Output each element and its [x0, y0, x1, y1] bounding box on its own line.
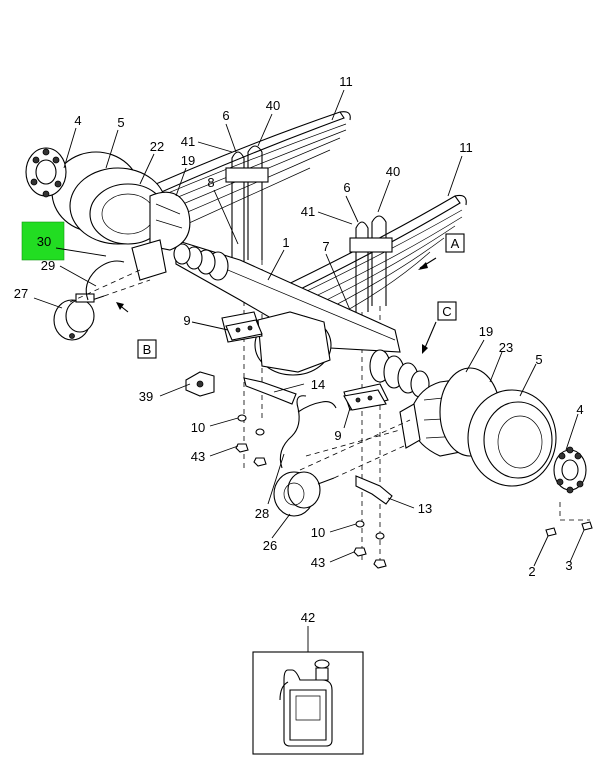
callout-41[interactable]: 41	[181, 134, 195, 149]
left-spindle-bearings[interactable]	[173, 243, 229, 281]
callout-labels: 11 40 6 41 4 5 22 19 8 11 40 6 41 1 7 30…	[14, 74, 584, 625]
callout-6[interactable]: 6	[222, 108, 229, 123]
callout-19[interactable]: 19	[181, 153, 195, 168]
u-bolt-right[interactable]	[349, 215, 393, 565]
callout-22[interactable]: 22	[150, 139, 164, 154]
callout-39[interactable]: 39	[139, 389, 153, 404]
callout-9[interactable]: 9	[183, 313, 190, 328]
yoke-39[interactable]	[185, 371, 215, 397]
callout-13[interactable]: 13	[418, 501, 432, 516]
bracket-13[interactable]	[355, 475, 393, 505]
callout-40[interactable]: 40	[266, 98, 280, 113]
callout-11[interactable]: 11	[459, 140, 473, 155]
callout-5[interactable]: 5	[535, 352, 542, 367]
hose-29[interactable]	[85, 260, 125, 301]
callout-29[interactable]: 29	[41, 258, 55, 273]
callout-9[interactable]: 9	[334, 428, 341, 443]
callout-8[interactable]: 8	[207, 175, 214, 190]
view-tag-a-box[interactable]	[445, 233, 465, 253]
nuts-washers-left[interactable]	[235, 414, 267, 467]
left-hub-drum[interactable]	[25, 147, 167, 245]
callout-6[interactable]: 6	[343, 180, 350, 195]
callout-41[interactable]: 41	[301, 204, 315, 219]
callout-19[interactable]: 19	[479, 324, 493, 339]
view-tag-b-box[interactable]	[137, 339, 157, 359]
callout-30[interactable]: 30	[37, 234, 51, 249]
callout-43[interactable]: 43	[191, 449, 205, 464]
callout-3[interactable]: 3	[565, 558, 572, 573]
view-tag-c-box[interactable]	[437, 301, 457, 321]
spring-seat-left[interactable]	[225, 319, 263, 341]
callout-26[interactable]: 26	[263, 538, 277, 553]
spring-seat-right[interactable]	[343, 389, 387, 411]
hose-28b[interactable]	[297, 401, 337, 413]
callout-40[interactable]: 40	[386, 164, 400, 179]
hose-28[interactable]	[279, 395, 307, 469]
callout-42[interactable]: 42	[301, 610, 315, 625]
right-brake-chamber[interactable]	[273, 471, 335, 517]
callout-28[interactable]: 28	[255, 506, 269, 521]
bracket-14[interactable]	[243, 377, 297, 405]
nuts-washers-right[interactable]	[353, 520, 387, 569]
callout-7[interactable]: 7	[322, 239, 329, 254]
callout-27[interactable]: 27	[14, 286, 28, 301]
callout-10[interactable]: 10	[311, 525, 325, 540]
callout-11[interactable]: 11	[339, 74, 353, 89]
callout-4[interactable]: 4	[576, 402, 583, 417]
callout-2[interactable]: 2	[528, 564, 535, 579]
highlight-box-30[interactable]	[21, 221, 65, 261]
callout-10[interactable]: 10	[191, 420, 205, 435]
left-brake-spider[interactable]	[131, 191, 191, 281]
right-spindle-bearings[interactable]	[369, 349, 430, 398]
leader-lines	[33, 89, 585, 652]
callout-14[interactable]: 14	[311, 377, 325, 392]
left-brake-chamber[interactable]	[53, 293, 105, 341]
u-bolt-left[interactable]	[225, 145, 269, 470]
callout-43[interactable]: 43	[311, 555, 325, 570]
view-tag-c: C	[442, 304, 451, 319]
wheel-nuts[interactable]	[545, 502, 593, 537]
callout-1[interactable]: 1	[282, 235, 289, 250]
callout-5[interactable]: 5	[117, 115, 124, 130]
callout-4[interactable]: 4	[74, 113, 81, 128]
callout-23[interactable]: 23	[499, 340, 513, 355]
right-hub-drum[interactable]	[439, 367, 587, 494]
view-tag-a: A	[451, 236, 460, 251]
lubricant-jug-box[interactable]	[252, 651, 364, 755]
view-tag-b: B	[143, 342, 152, 357]
